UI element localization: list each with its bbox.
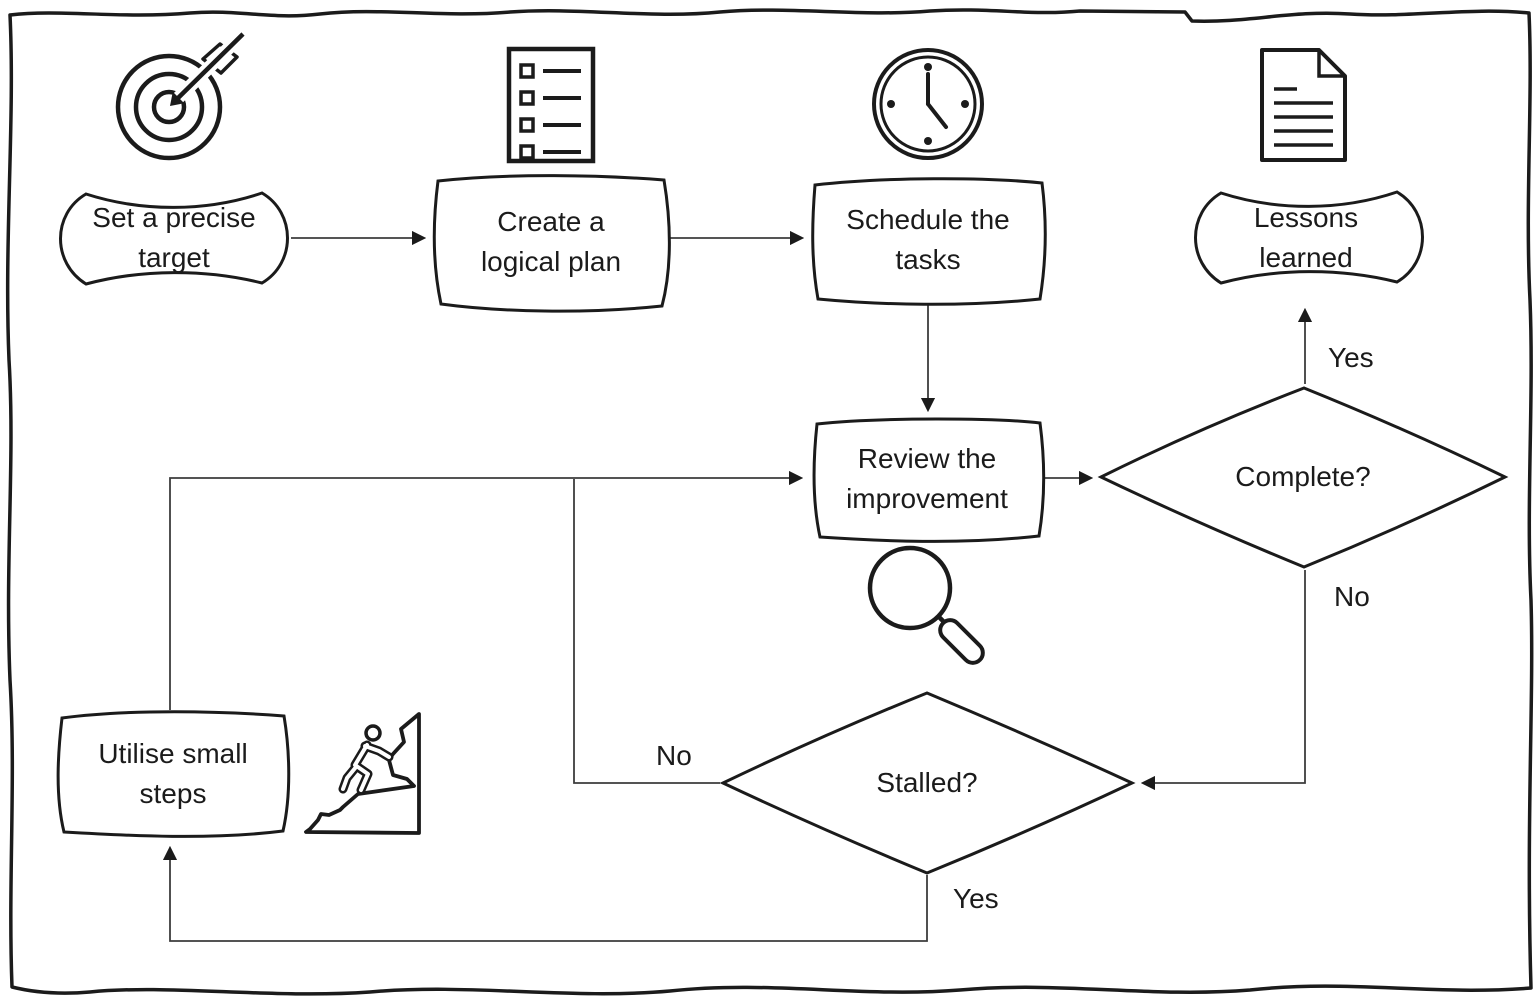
edge-stalled-yes-to-utilise <box>162 845 928 942</box>
node-stalled-label: Stalled? <box>876 767 978 799</box>
climber-icon <box>304 712 421 835</box>
sketch-border <box>5 8 1534 996</box>
node-complete-shape <box>1097 386 1509 569</box>
node-review-improvement-shape <box>812 417 1046 543</box>
checklist-icon <box>506 46 596 164</box>
edge-stalled-yes-label: Yes <box>953 883 999 914</box>
node-create-plan-shape <box>432 174 671 313</box>
node-schedule-tasks-shape <box>811 177 1047 306</box>
node-set-target-label: Set a precise target <box>92 202 256 273</box>
node-lessons-learned-shape <box>1194 190 1424 285</box>
node-schedule-tasks-label: Schedule the tasks <box>846 204 1010 275</box>
node-set-target-shape <box>59 191 289 286</box>
edge-complete-no-label: No <box>1334 581 1370 612</box>
document-icon <box>1260 48 1347 162</box>
edge-utilise-loop-to-review <box>169 470 804 710</box>
node-lessons-learned-label: Lessons learned <box>1253 202 1359 273</box>
node-complete-label: Complete? <box>1235 461 1371 493</box>
magnifier-icon <box>867 545 985 665</box>
node-review-improvement-label: Review the improvement <box>846 443 1008 514</box>
edge-stalled-no-loop <box>573 479 720 784</box>
node-stalled-shape <box>719 691 1136 875</box>
edge-complete-yes-label: Yes <box>1328 342 1374 373</box>
target-icon <box>115 26 251 161</box>
edge-stalled-no-label: No <box>656 740 692 771</box>
node-create-plan-label: Create a logical plan <box>480 206 622 277</box>
edge-complete-no-to-stalled <box>1140 570 1306 791</box>
node-utilise-steps-label: Utilise small steps <box>98 738 248 809</box>
node-utilise-steps-shape <box>56 710 291 838</box>
clock-icon <box>872 48 984 160</box>
